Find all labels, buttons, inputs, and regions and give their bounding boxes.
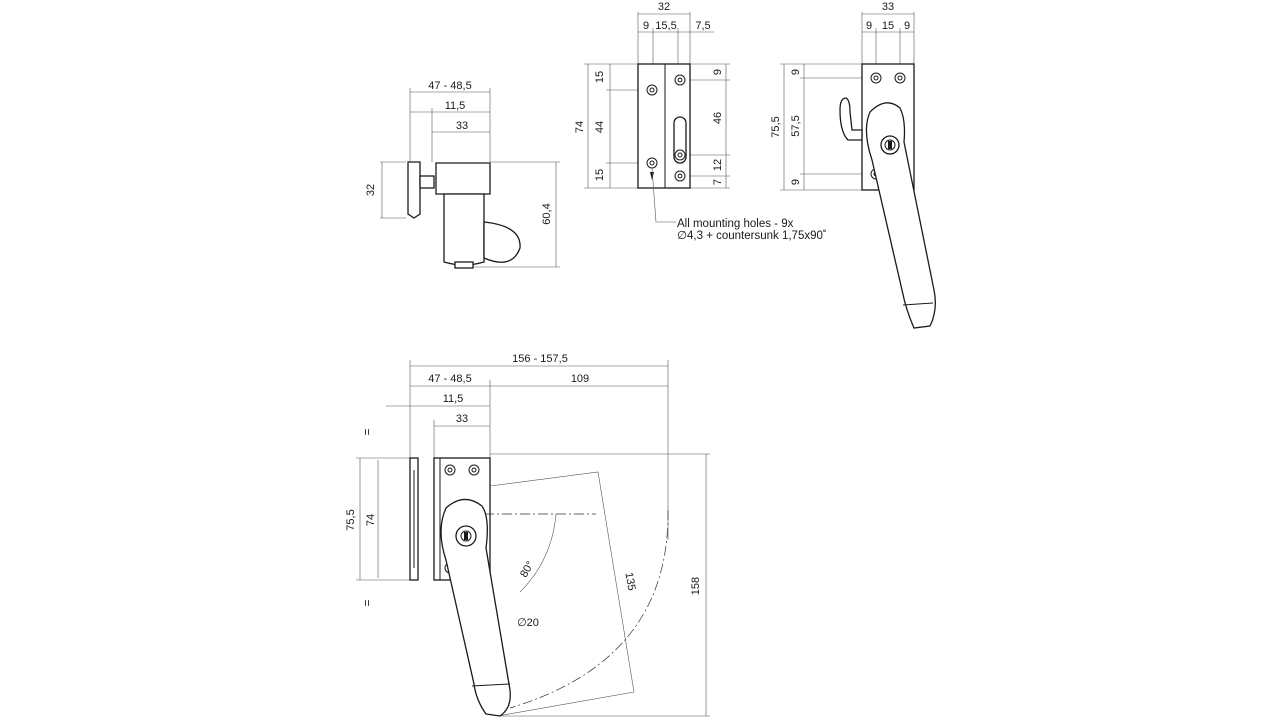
rot-eq-top: = bbox=[360, 428, 374, 435]
plate-dim-right-top: 9 bbox=[712, 69, 724, 75]
plate-dim-right-b: 7 bbox=[712, 179, 724, 185]
plate-dim-top-a: 9 bbox=[643, 20, 649, 32]
mounting-note-line1: All mounting holes - 9x bbox=[677, 218, 794, 230]
rot-dim-handle: 135 bbox=[622, 571, 637, 591]
plate-dim-right-a: 12 bbox=[712, 159, 724, 171]
rot-dim-left-outer: 75,5 bbox=[345, 509, 357, 530]
plate-dim-top-c: 7,5 bbox=[695, 20, 710, 32]
rot-dim-mid: 11,5 bbox=[443, 393, 464, 405]
handle-view: 33 9 15 9 75,5 57,5 9 9 bbox=[770, 1, 936, 329]
plate-dim-left-mid: 44 bbox=[594, 121, 606, 133]
plate-dim-right-slot: 46 bbox=[712, 112, 724, 124]
side-dim-inner: 33 bbox=[456, 120, 468, 132]
handle-dim-top-total: 33 bbox=[882, 1, 894, 13]
plate-dim-left-top: 15 bbox=[594, 71, 606, 83]
rot-dim-dia: ∅20 bbox=[517, 617, 539, 629]
handle-dim-left-bottom: 9 bbox=[790, 179, 802, 185]
rot-dim-left-inner: 74 bbox=[365, 514, 377, 526]
side-view: 47 - 48,5 11,5 33 32 60,4 bbox=[365, 80, 560, 269]
rot-dim-inner: 33 bbox=[456, 413, 468, 425]
rot-angle: 80° bbox=[518, 559, 537, 579]
side-dim-mid: 11,5 bbox=[445, 100, 466, 112]
rot-dim-reach: 109 bbox=[571, 373, 589, 385]
handle-dim-top-c: 9 bbox=[904, 20, 910, 32]
side-dim-right-height: 60,4 bbox=[541, 203, 553, 224]
handle-dim-left-top: 9 bbox=[790, 69, 802, 75]
rot-dim-height: 158 bbox=[690, 577, 702, 595]
side-dim-left-height: 32 bbox=[365, 184, 377, 196]
handle-dim-top-b: 15 bbox=[882, 20, 894, 32]
front-plate-view: 32 9 15,5 7,5 74 15 44 15 9 46 12 7 All … bbox=[574, 1, 827, 242]
handle-dim-left-inner: 57,5 bbox=[790, 115, 802, 136]
rot-eq-bottom: = bbox=[360, 599, 374, 606]
handle-dim-left-total: 75,5 bbox=[770, 116, 782, 137]
plate-dim-top-total: 32 bbox=[658, 1, 670, 13]
plate-dim-left-total: 74 bbox=[574, 121, 586, 133]
rotation-view: 156 - 157,5 47 - 48,5 109 11,5 33 = = 75… bbox=[345, 353, 710, 717]
plate-dim-top-b: 15,5 bbox=[655, 20, 676, 32]
mounting-note-line2: ∅4,3 + countersunk 1,75x90˚ bbox=[677, 230, 827, 242]
plate-dim-left-bottom: 15 bbox=[594, 169, 606, 181]
rot-dim-outer: 47 - 48,5 bbox=[428, 373, 471, 385]
side-dim-outer: 47 - 48,5 bbox=[428, 80, 471, 92]
rot-dim-overall: 156 - 157,5 bbox=[512, 353, 568, 365]
handle-dim-top-a: 9 bbox=[866, 20, 872, 32]
